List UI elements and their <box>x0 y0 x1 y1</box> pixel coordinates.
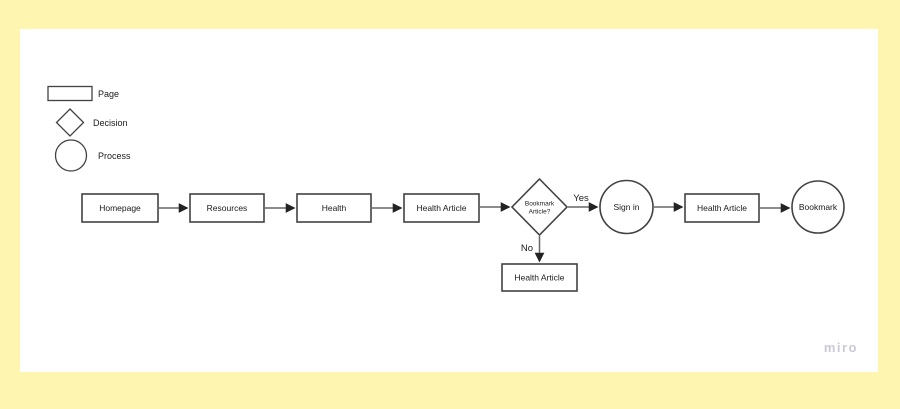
node-sign-in[interactable]: Sign in <box>599 179 654 235</box>
legend-item-decision[interactable]: Decision <box>55 108 128 137</box>
legend: Page Decision Process <box>47 85 132 172</box>
node-label: Resources <box>207 203 248 213</box>
page-shape[interactable] <box>403 193 480 223</box>
miro-logo: miro <box>823 340 858 355</box>
page-shape[interactable] <box>81 193 159 223</box>
connectors: Yes No <box>159 193 791 263</box>
legend-diamond-shape[interactable] <box>55 108 85 137</box>
legend-item-process[interactable]: Process <box>54 139 132 172</box>
legend-rectangle-shape[interactable] <box>47 85 93 102</box>
legend-circle-shape[interactable] <box>54 139 88 172</box>
node-health-article-no[interactable]: Health Article <box>501 263 578 292</box>
node-health[interactable]: Health <box>296 193 372 223</box>
page-shape[interactable] <box>296 193 372 223</box>
node-resources[interactable]: Resources <box>189 193 265 223</box>
node-label: Homepage <box>99 203 141 213</box>
edge-label-yes: Yes <box>573 193 589 204</box>
legend-label-page: Page <box>98 89 119 99</box>
node-label: Health Article <box>416 203 466 213</box>
node-label: Bookmark <box>799 202 838 212</box>
process-shape[interactable] <box>599 179 654 235</box>
legend-label-decision: Decision <box>93 118 128 128</box>
node-label-line1: Bookmark <box>525 201 555 208</box>
edge-label-no: No <box>521 243 533 254</box>
page-shape[interactable] <box>684 193 760 223</box>
node-label-line2: Article? <box>529 209 551 216</box>
flowchart-svg: Page Decision Process Yes No <box>47 85 845 292</box>
process-shape[interactable] <box>791 180 845 234</box>
node-health-article[interactable]: Health Article <box>403 193 480 223</box>
page-shape[interactable] <box>189 193 265 223</box>
node-label: Health Article <box>514 273 564 283</box>
board-canvas[interactable]: Page Decision Process Yes No <box>20 29 878 372</box>
page-shape[interactable] <box>501 263 578 292</box>
node-label: Health <box>322 203 347 213</box>
node-homepage[interactable]: Homepage <box>81 193 159 223</box>
legend-item-page[interactable]: Page <box>47 85 119 102</box>
node-bookmark[interactable]: Bookmark <box>791 180 845 234</box>
node-label: Sign in <box>614 202 640 212</box>
node-health-article-2[interactable]: Health Article <box>684 193 760 223</box>
node-bookmark-article-decision[interactable]: Bookmark Article? <box>510 177 569 237</box>
legend-label-process: Process <box>98 151 131 161</box>
decision-shape[interactable] <box>510 177 569 237</box>
node-label: Health Article <box>697 203 747 213</box>
